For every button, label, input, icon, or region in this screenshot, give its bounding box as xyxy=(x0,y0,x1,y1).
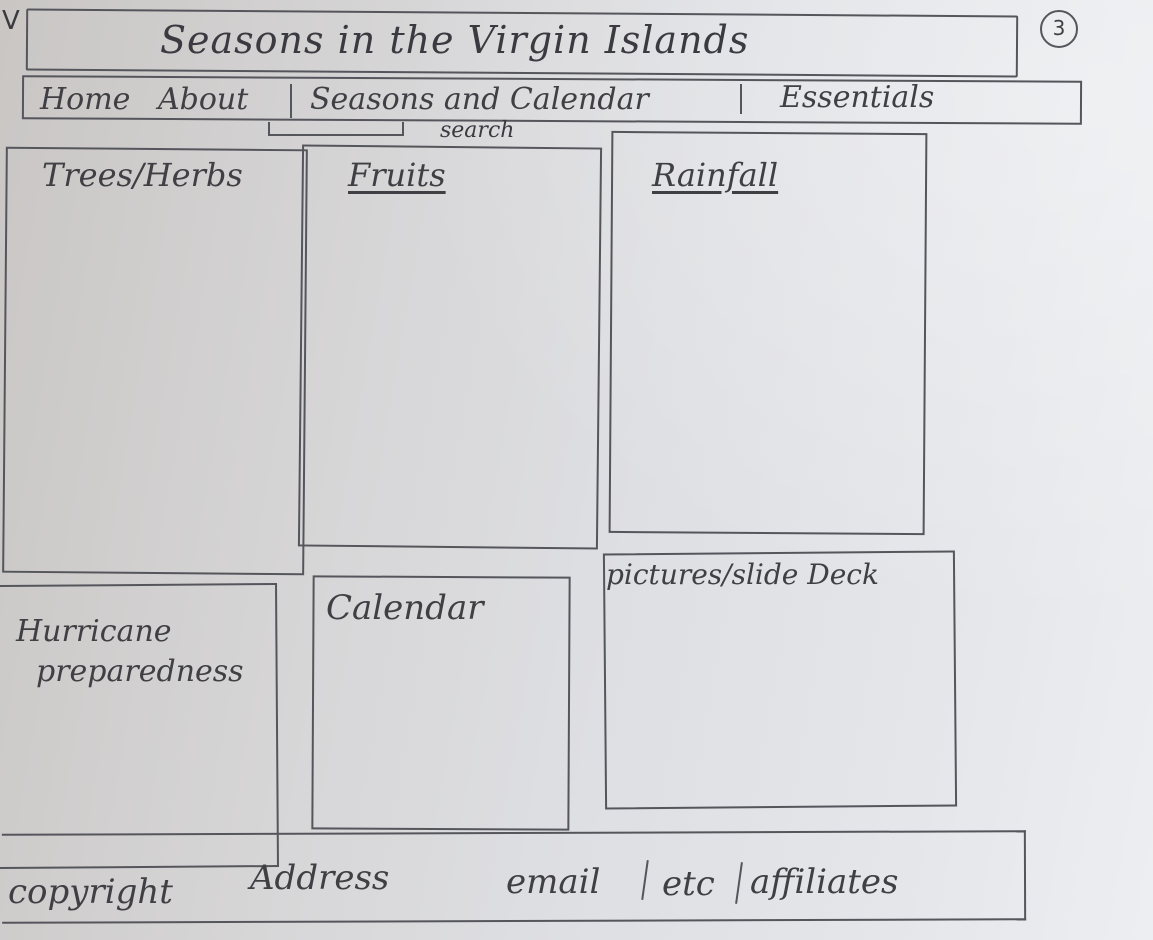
panel-fruits[interactable] xyxy=(297,144,603,550)
footer-address: Address xyxy=(250,858,390,898)
panel-title-calendar: Calendar xyxy=(326,588,484,628)
panel-title-rainfall: Rainfall xyxy=(652,156,779,194)
footer-affiliates[interactable]: affiliates xyxy=(750,862,899,902)
corner-mark: V xyxy=(2,6,20,36)
panel-title-hurricane-line1: Hurricane xyxy=(16,614,172,649)
nav-essentials[interactable]: Essentials xyxy=(780,80,935,115)
nav-divider xyxy=(290,84,292,118)
nav-seasons-calendar[interactable]: Seasons and Calendar xyxy=(310,82,649,117)
panel-trees-herbs[interactable] xyxy=(2,146,308,576)
panel-title-trees-herbs: Trees/Herbs xyxy=(42,156,243,194)
site-title[interactable]: Seasons in the Virgin Islands xyxy=(160,18,750,62)
nav-divider xyxy=(740,84,742,114)
search-box[interactable] xyxy=(268,122,404,136)
nav-home[interactable]: Home xyxy=(40,82,131,117)
footer-email[interactable]: email xyxy=(506,862,601,902)
panel-title-fruits: Fruits xyxy=(348,156,446,194)
footer-etc: etc xyxy=(662,864,715,904)
footer-copyright: copyright xyxy=(8,872,173,912)
panel-title-hurricane-line2: preparedness xyxy=(36,654,244,689)
page-number-badge: 3 xyxy=(1040,10,1078,48)
nav-about[interactable]: About xyxy=(158,82,249,117)
search-label[interactable]: search xyxy=(440,118,515,143)
panel-title-pictures-slide-deck: pictures/slide Deck xyxy=(606,558,879,591)
